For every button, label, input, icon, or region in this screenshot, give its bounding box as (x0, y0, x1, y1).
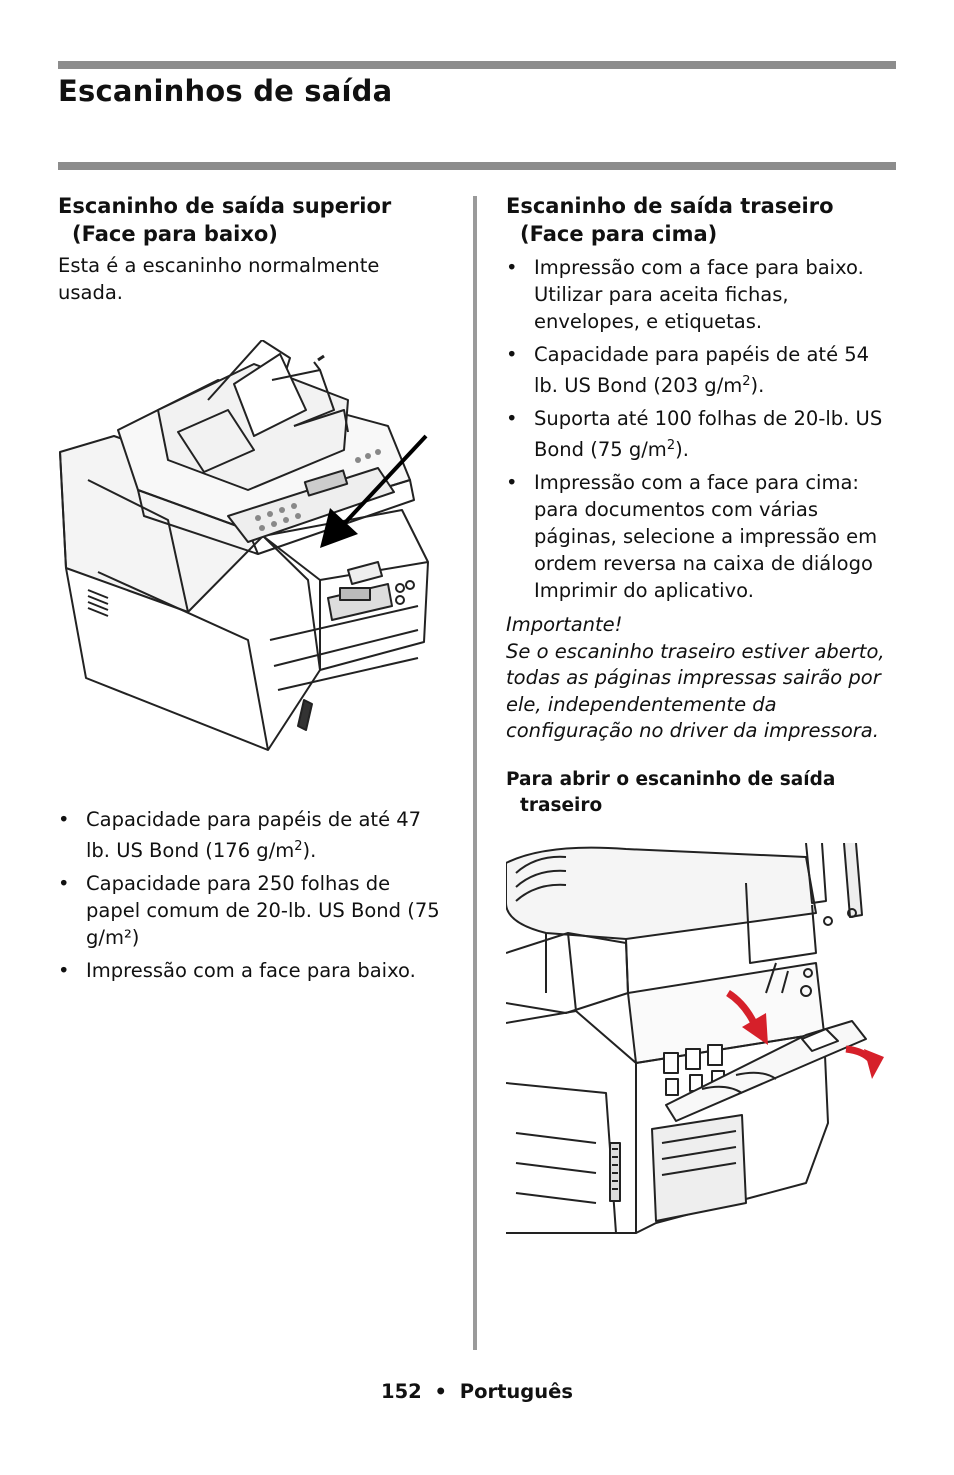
subheading-line1: Para abrir o escaninho de saída (506, 768, 836, 790)
bullet-icon: • (506, 256, 518, 279)
important-label: Importante! (506, 613, 623, 636)
title-bottom-rule (58, 162, 896, 170)
printer-drawing (59, 340, 429, 751)
left-heading-line2: (Face para baixo) (72, 222, 278, 246)
left-intro: Esta é a escaninho normalmente usada. (58, 254, 380, 304)
left-bullet-3: •Impressão com a face para baixo. (58, 959, 416, 982)
page-title: Escaninhos de saída (58, 74, 393, 108)
right-bullet-3: •Suporta até 100 folhas de 20-lb. US Bon… (506, 407, 883, 461)
subheading-line2: traseiro (520, 794, 603, 816)
printer-illustration (58, 340, 438, 756)
important-text: Se o escaninho traseiro estiver aberto, … (506, 639, 885, 743)
bullet-icon: • (506, 407, 518, 430)
right-heading-line1: Escaninho de saída traseiro (506, 194, 834, 218)
rear-tray-illustration (506, 842, 886, 1243)
left-heading: Escaninho de saída superior (Face para b… (58, 192, 450, 248)
footer-separator: • (434, 1380, 447, 1403)
bullet-icon: • (58, 872, 70, 895)
bullet-icon: • (58, 808, 70, 831)
right-bullet-2: •Capacidade para papéis de até 54 lb. US… (506, 343, 870, 397)
left-bullet-list: •Capacidade para papéis de até 47 lb. US… (58, 806, 450, 984)
left-column: Escaninho de saída superior (Face para b… (58, 192, 450, 984)
rear-tray-drawing (506, 842, 884, 1234)
right-bullet-1: •Impressão com a face para baixo. Utiliz… (506, 256, 864, 333)
rear-tray-subheading: Para abrir o escaninho de saída traseiro (506, 767, 898, 819)
bullet-icon: • (506, 471, 518, 494)
top-rule (58, 61, 896, 69)
right-bullet-list: •Impressão com a face para baixo. Utiliz… (506, 254, 898, 604)
footer-language: Português (459, 1380, 573, 1403)
right-heading: Escaninho de saída traseiro (Face para c… (506, 192, 898, 248)
page-footer: 152 • Português (0, 1380, 954, 1403)
bullet-icon: • (58, 959, 70, 982)
left-bullet-2: •Capacidade para 250 folhas de papel com… (58, 872, 440, 949)
right-bullet-4: •Impressão com a face para cima: para do… (506, 471, 878, 602)
right-column: Escaninho de saída traseiro (Face para c… (506, 192, 898, 1243)
bullet-icon: • (506, 343, 518, 366)
left-bullet-1: •Capacidade para papéis de até 47 lb. US… (58, 808, 422, 862)
left-heading-line1: Escaninho de saída superior (58, 194, 392, 218)
column-divider (473, 196, 477, 1350)
right-heading-line2: (Face para cima) (520, 222, 718, 246)
page-number: 152 (381, 1380, 422, 1403)
